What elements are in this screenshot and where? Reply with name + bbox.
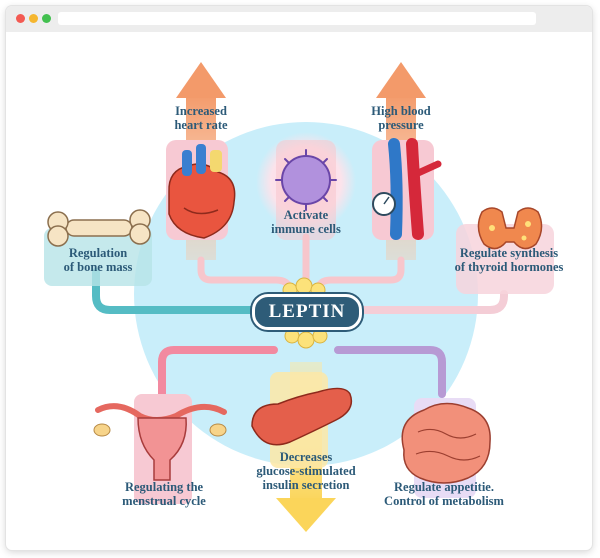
thyroid-illustration (456, 207, 554, 294)
blood-vessel-illustration (372, 138, 442, 240)
heart-illustration (166, 140, 236, 240)
label-thyroid: Regulate synthesis of thyroid hormones (454, 246, 564, 274)
bone-illustration (44, 209, 152, 286)
label-immune-cells: Activate immune cells (271, 208, 341, 236)
label-heart-rate: Increased heart rate (174, 104, 228, 132)
uterus-illustration (93, 394, 227, 504)
immune-cell-illustration (256, 132, 356, 240)
leptin-cells (282, 277, 328, 349)
leptin-diagram: Increased heart rate Activate immune cel… (6, 32, 592, 550)
label-insulin-secretion: Decreases glucose-stimulated insulin sec… (256, 450, 356, 492)
label-blood-pressure: High blood pressure (371, 104, 431, 132)
label-appetite: Regulate appetitie. Control of metabolis… (384, 480, 504, 508)
maximize-window-button[interactable] (42, 14, 51, 23)
diagram-graphics (44, 62, 554, 532)
leptin-center-label: LEPTIN (252, 294, 362, 330)
label-bone-mass: Regulation of bone mass (63, 246, 133, 274)
title-bar (6, 6, 592, 32)
pancreas-illustration (251, 372, 353, 468)
address-bar[interactable] (58, 12, 536, 25)
brain-illustration (401, 398, 491, 498)
browser-window: Increased heart rate Activate immune cel… (6, 6, 592, 550)
label-menstrual-cycle: Regulating the menstrual cycle (122, 480, 206, 508)
close-window-button[interactable] (16, 14, 25, 23)
minimize-window-button[interactable] (29, 14, 38, 23)
